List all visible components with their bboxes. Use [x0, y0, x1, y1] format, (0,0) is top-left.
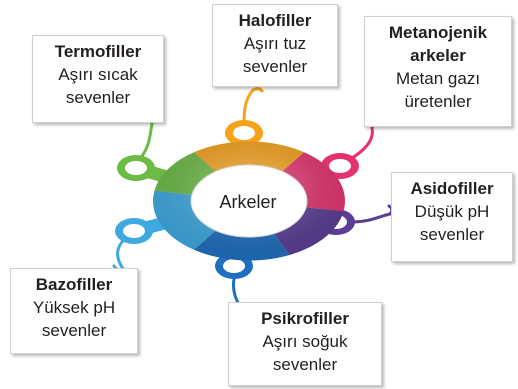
- group-description: Aşırı soğuk sevenler: [235, 330, 375, 376]
- group-box-psikrofiller: Psikrofiller Aşırı soğuk sevenler: [228, 302, 382, 386]
- group-description: Aşırı tuz sevenler: [219, 32, 331, 78]
- group-title: Psikrofiller: [235, 307, 375, 330]
- group-title: Asidofiller: [398, 177, 506, 200]
- spoke-knob-hole-metanojenik: [329, 159, 351, 173]
- connector-metanojenik: [352, 123, 380, 158]
- spoke-knob-hole-termofiller: [125, 161, 147, 175]
- hub-center-label: Arkeler: [198, 192, 298, 213]
- group-title: Metanojenik arkeler: [371, 21, 505, 67]
- spoke-knob-hole-psikrofiller: [223, 259, 245, 273]
- group-title: Bazofiller: [17, 273, 131, 296]
- spoke-knob-hole-bazofiller: [123, 224, 145, 238]
- group-description: Metan gazı üretenler: [371, 67, 505, 113]
- group-box-asidofiller: Asidofiller Düşük pH sevenler: [391, 172, 513, 262]
- group-box-termofiller: Termofiller Aşırı sıcak sevenler: [32, 35, 164, 123]
- connector-asidofiller: [352, 206, 392, 222]
- connector-halofiller: [244, 89, 262, 122]
- connector-termofiller: [142, 120, 152, 157]
- group-box-bazofiller: Bazofiller Yüksek pH sevenler: [10, 268, 138, 354]
- connector-bazofiller: [114, 242, 124, 270]
- group-box-halofiller: Halofiller Aşırı tuz sevenler: [212, 4, 338, 87]
- group-title: Halofiller: [219, 9, 331, 32]
- group-description: Yüksek pH sevenler: [17, 296, 131, 342]
- group-box-metanojenik-arkeler: Metanojenik arkeler Metan gazı üretenler: [364, 16, 512, 127]
- group-description: Düşük pH sevenler: [398, 200, 506, 246]
- group-description: Aşırı sıcak sevenler: [39, 63, 157, 109]
- spoke-knob-hole-halofiller: [233, 126, 255, 140]
- group-title: Termofiller: [39, 40, 157, 63]
